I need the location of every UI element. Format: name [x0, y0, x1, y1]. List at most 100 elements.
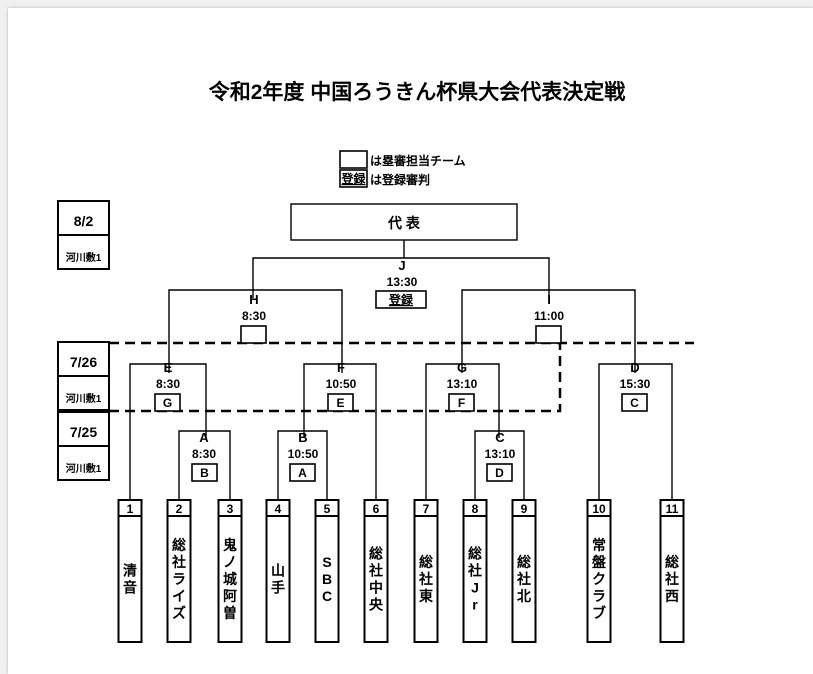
match-H: H 8:30 [240, 292, 267, 344]
team-box [586, 499, 612, 643]
final-label: 代 表 [387, 215, 421, 231]
page-title: 令和2年度 中国ろうきん杯県大会代表決定戦 [209, 80, 626, 104]
day-separators [109, 341, 694, 413]
match-name: D [630, 360, 639, 375]
team-number: 8 [472, 502, 479, 516]
umpire-box [289, 463, 316, 482]
team-name: 総社東 [418, 554, 433, 604]
umpire-label: 登録 [388, 292, 414, 307]
match-time: 11:00 [534, 309, 564, 323]
match-F: F 10:50 E [326, 360, 357, 412]
match-name: I [547, 292, 551, 307]
umpire-box [535, 325, 562, 344]
team-number: 3 [227, 502, 234, 516]
tournament-bracket: 令和2年度 中国ろうきん杯県大会代表決定戦 は塁審担当チーム 登録 は登録審判 … [57, 80, 694, 643]
match-E: E 8:30 G [154, 360, 181, 412]
team-column: 3 鬼ノ城阿曽 [217, 499, 243, 643]
match-name: B [298, 430, 307, 445]
team-number: 10 [592, 502, 606, 516]
legend-record-label: 登録 [340, 171, 366, 186]
match-name: G [457, 360, 467, 375]
team-column: 6 総社中央 [363, 499, 389, 643]
legend-empty-box [339, 150, 368, 169]
team-box [314, 499, 340, 643]
team-number: 5 [324, 502, 331, 516]
umpire-box [486, 463, 513, 482]
team-name: 総社中央 [368, 546, 384, 613]
umpire-box [448, 393, 475, 412]
team-name: 総社西 [664, 554, 679, 604]
team-box [511, 499, 537, 643]
umpire-box [621, 393, 648, 412]
match-name: J [398, 258, 405, 273]
match-name: H [249, 292, 258, 307]
umpire-box [191, 463, 218, 482]
match-time: 10:50 [288, 447, 319, 461]
bracket-page: 令和2年度 中国ろうきん杯県大会代表決定戦 は塁審担当チーム 登録 は登録審判 … [8, 8, 813, 674]
venue-label: 河川敷1 [66, 251, 102, 264]
separator-7-25-top [109, 343, 562, 413]
match-name: F [337, 360, 345, 375]
match-time: 13:10 [485, 447, 516, 461]
team-number: 1 [127, 502, 134, 516]
umpire-box [375, 290, 427, 309]
team-number: 4 [275, 502, 282, 516]
team-name: 常盤クラブ [592, 537, 607, 621]
date-label: 7/26 [70, 354, 97, 370]
match-time: 10:50 [326, 377, 357, 391]
team-name: 総社ライズ [171, 537, 186, 621]
team-box [363, 499, 389, 643]
team-number: 6 [373, 502, 380, 516]
umpire-label: B [200, 466, 209, 480]
umpire-box [240, 325, 267, 344]
match-time: 13:30 [387, 275, 418, 289]
match-time: 13:10 [447, 377, 478, 391]
venue-label: 河川敷1 [66, 462, 102, 475]
date-table [57, 200, 110, 481]
date-label: 7/25 [70, 424, 97, 440]
team-column: 7 総社東 [413, 499, 439, 643]
umpire-label: F [458, 396, 465, 410]
venue-label: 河川敷1 [66, 392, 102, 405]
match-time: 8:30 [192, 447, 216, 461]
umpire-box [327, 393, 354, 412]
match-B: B 10:50 A [288, 430, 319, 482]
team-name: 鬼ノ城阿曽 [223, 537, 237, 621]
team-box [117, 499, 143, 643]
legend-record-text: は登録審判 [370, 172, 430, 187]
team-column: 4 山手 [265, 499, 291, 643]
umpire-label: A [298, 466, 307, 480]
team-name: 清音 [123, 563, 137, 596]
team-name: 山手 [271, 563, 285, 596]
team-box [413, 499, 439, 643]
umpire-box [154, 393, 181, 412]
umpire-label: E [336, 396, 344, 410]
bracket-lines [129, 240, 673, 506]
match-D: D 15:30 C [620, 360, 651, 412]
team-box [166, 499, 192, 643]
umpire-label: D [495, 466, 504, 480]
match-time: 8:30 [242, 309, 266, 323]
team-column: 10 常盤クラブ [586, 499, 612, 643]
team-box [659, 499, 685, 643]
match-G: G 13:10 F [447, 360, 478, 412]
legend-box-text: は塁審担当チーム [370, 153, 466, 168]
umpire-label: G [163, 396, 172, 410]
date-label: 8/2 [74, 213, 94, 229]
team-number: 2 [176, 502, 183, 516]
legend: は塁審担当チーム 登録 は登録審判 [339, 150, 466, 188]
match-C: C 13:10 D [485, 430, 516, 482]
team-number: 7 [423, 502, 430, 516]
match-name: E [164, 360, 173, 375]
team-number: 9 [521, 502, 528, 516]
legend-record-box [339, 169, 368, 188]
match-time: 8:30 [156, 377, 180, 391]
match-name: C [495, 430, 505, 445]
team-box [265, 499, 291, 643]
